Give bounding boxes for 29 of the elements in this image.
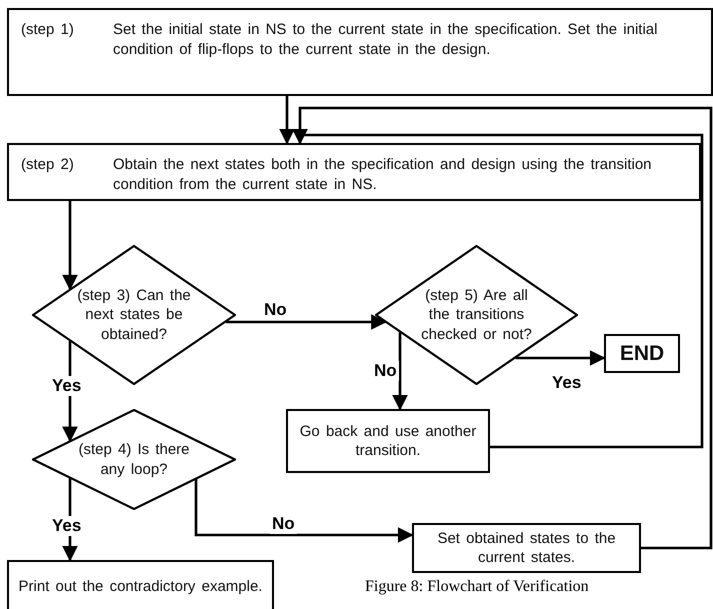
step-text: Go back and use another transition.	[298, 422, 478, 460]
arrow	[292, 106, 712, 550]
arrow	[194, 479, 414, 543]
step-label: (step 1)	[21, 20, 75, 40]
process-box	[286, 409, 490, 473]
figure-caption: Figure 8: Flowchart of Verification	[365, 578, 589, 596]
step-text: Set obtained states to the current states.	[436, 528, 617, 568]
arrow	[226, 314, 387, 330]
edge-label: No	[270, 514, 297, 534]
arrow	[516, 350, 606, 366]
step-description: Obtain the next states both in the specification and design using the transition condition from the current state in NS.	[113, 155, 652, 194]
arrow	[392, 332, 408, 411]
step-text: END	[618, 340, 666, 367]
process-box	[7, 8, 713, 96]
process-box	[7, 143, 701, 201]
edge-label: Yes	[50, 516, 84, 536]
decision-diamond	[32, 409, 236, 510]
arrow	[62, 201, 78, 290]
step-description: Set the initial state in NS to the current state in the specification. Set the initial condition of flip-flops to the current state in the design.	[113, 20, 658, 59]
decision-text: (step 5) Are all the transitions checked or not?	[420, 286, 533, 344]
step-text: Print out the contradictory example.	[18, 577, 264, 597]
step-label: (step 2)	[21, 155, 75, 174]
arrow	[279, 96, 295, 145]
decision-text: (step 4) Is there any loop?	[77, 440, 191, 479]
process-box	[7, 560, 274, 609]
process-box	[604, 334, 680, 373]
process-box	[412, 523, 641, 573]
edge-label: Yes	[50, 376, 84, 396]
decision-text: (step 3) Can the next states be obtained?	[76, 286, 192, 344]
